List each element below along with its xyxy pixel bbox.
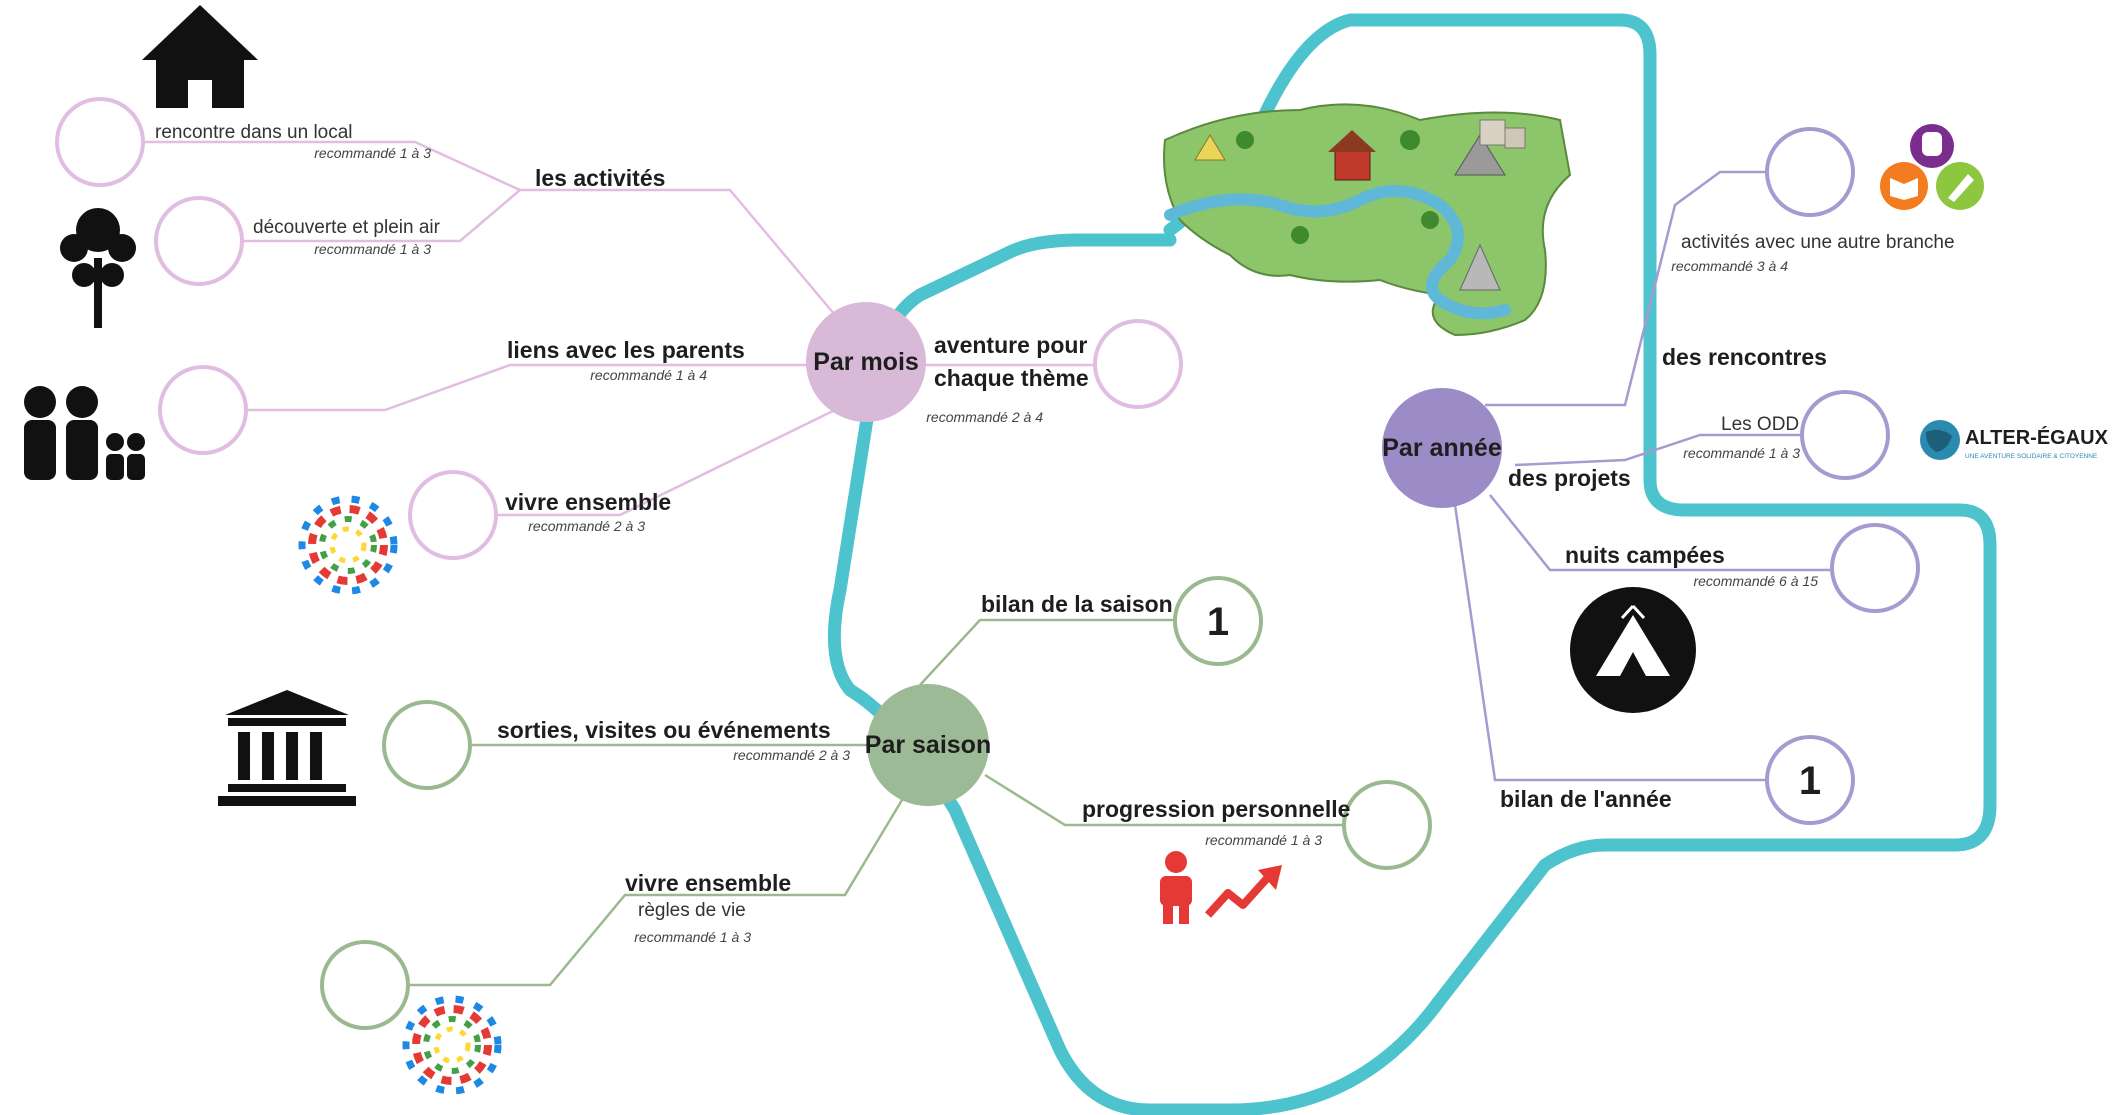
alter-egaux-tagline: UNE AVENTURE SOLIDAIRE & CITOYENNE xyxy=(1965,453,2098,460)
mois-vivre-rec: recommandé 2 à 3 xyxy=(528,518,645,534)
mois-plein-air-rec: recommandé 1 à 3 xyxy=(314,241,431,257)
saison-connectors xyxy=(410,618,1345,987)
family-icon xyxy=(24,386,145,480)
mois-local-text: rencontre dans un local xyxy=(155,122,353,143)
hub-par-saison[interactable]: Par saison xyxy=(865,684,991,806)
hub-par-mois-label: Par mois xyxy=(813,348,919,376)
checkbox-circle-parents[interactable] xyxy=(158,365,248,455)
checkbox-circle-vivre-mois[interactable] xyxy=(408,470,498,560)
mois-aventure-line1: aventure pour xyxy=(934,332,1087,358)
bilan-saison-number: 1 xyxy=(1207,600,1229,644)
alter-egaux-name: ALTER-ÉGAUX xyxy=(1965,426,2109,449)
annee-nuits-rec: recommandé 6 à 15 xyxy=(1693,573,1818,589)
hub-par-annee-label: Par année xyxy=(1382,434,1502,462)
hub-par-annee[interactable]: Par année xyxy=(1382,388,1502,508)
mois-vivre-title: vivre ensemble xyxy=(505,489,671,515)
checkbox-circle-progression[interactable] xyxy=(1342,780,1432,870)
checkbox-circle-vivre-saison[interactable] xyxy=(320,940,410,1030)
saison-vivre-rec: recommandé 1 à 3 xyxy=(634,929,751,945)
saison-progression-title: progression personnelle xyxy=(1082,796,1350,822)
annee-connectors xyxy=(1453,170,1830,782)
checkbox-circle-nuits[interactable] xyxy=(1830,523,1920,613)
bilan-annee-badge[interactable] xyxy=(1765,735,1855,825)
checkbox-circle-local[interactable] xyxy=(55,97,145,187)
saison-progression-rec: recommandé 1 à 3 xyxy=(1205,832,1322,848)
mois-aventure-line2: chaque thème xyxy=(934,365,1089,391)
mois-plein-air-text: découverte et plein air xyxy=(253,217,441,238)
saison-sorties-title: sorties, visites ou événements xyxy=(497,717,831,743)
bilan-annee-number: 1 xyxy=(1799,759,1821,803)
mois-local-rec: recommandé 1 à 3 xyxy=(314,145,431,161)
people-circle-icon xyxy=(298,495,398,595)
hub-par-saison-label: Par saison xyxy=(865,731,991,759)
saison-sorties-rec: recommandé 2 à 3 xyxy=(733,747,850,763)
annee-odd-rec: recommandé 1 à 3 xyxy=(1683,445,1800,461)
hub-par-mois[interactable]: Par mois xyxy=(806,302,926,422)
annee-nuits-title: nuits campées xyxy=(1565,542,1725,568)
house-icon xyxy=(142,5,258,108)
checkbox-circle-plein-air[interactable] xyxy=(154,196,244,286)
annee-branche-rec: recommandé 3 à 4 xyxy=(1671,258,1788,274)
mois-activites-title: les activités xyxy=(535,165,665,191)
annee-rencontres-title: des rencontres xyxy=(1662,344,1827,370)
saison-vivre-title: vivre ensemble xyxy=(625,870,791,896)
adventure-map-illustration xyxy=(1163,103,1572,337)
mois-parents-title: liens avec les parents xyxy=(507,337,745,363)
annee-bilan-title: bilan de l'année xyxy=(1500,786,1672,812)
people-circle-icon-saison xyxy=(402,995,502,1095)
progress-track xyxy=(827,13,1997,1115)
mois-parents-rec: recommandé 1 à 4 xyxy=(590,367,707,383)
checkbox-circle-odd[interactable] xyxy=(1800,390,1890,480)
checkbox-circle-aventure[interactable] xyxy=(1093,319,1183,409)
annee-odd-text: Les ODD xyxy=(1721,414,1799,435)
progress-person-icon xyxy=(1160,851,1282,924)
checkbox-circle-sorties[interactable] xyxy=(382,700,472,790)
checkbox-circle-branche[interactable] xyxy=(1765,127,1855,217)
education-icons xyxy=(1880,124,1984,210)
mois-aventure-rec: recommandé 2 à 4 xyxy=(926,409,1043,425)
saison-bilan-title: bilan de la saison xyxy=(981,591,1173,617)
alter-egaux-logo: ALTER-ÉGAUX UNE AVENTURE SOLIDAIRE & CIT… xyxy=(1920,420,2109,460)
saison-vivre-sub: règles de vie xyxy=(638,900,746,921)
museum-icon xyxy=(218,690,356,806)
annee-branche-text: activités avec une autre branche xyxy=(1681,232,1955,253)
bilan-saison-badge[interactable] xyxy=(1173,576,1263,666)
tree-icon xyxy=(60,208,136,328)
tent-icon xyxy=(1570,587,1696,713)
mois-connectors xyxy=(145,140,1100,517)
annee-projets-title: des projets xyxy=(1508,465,1631,491)
